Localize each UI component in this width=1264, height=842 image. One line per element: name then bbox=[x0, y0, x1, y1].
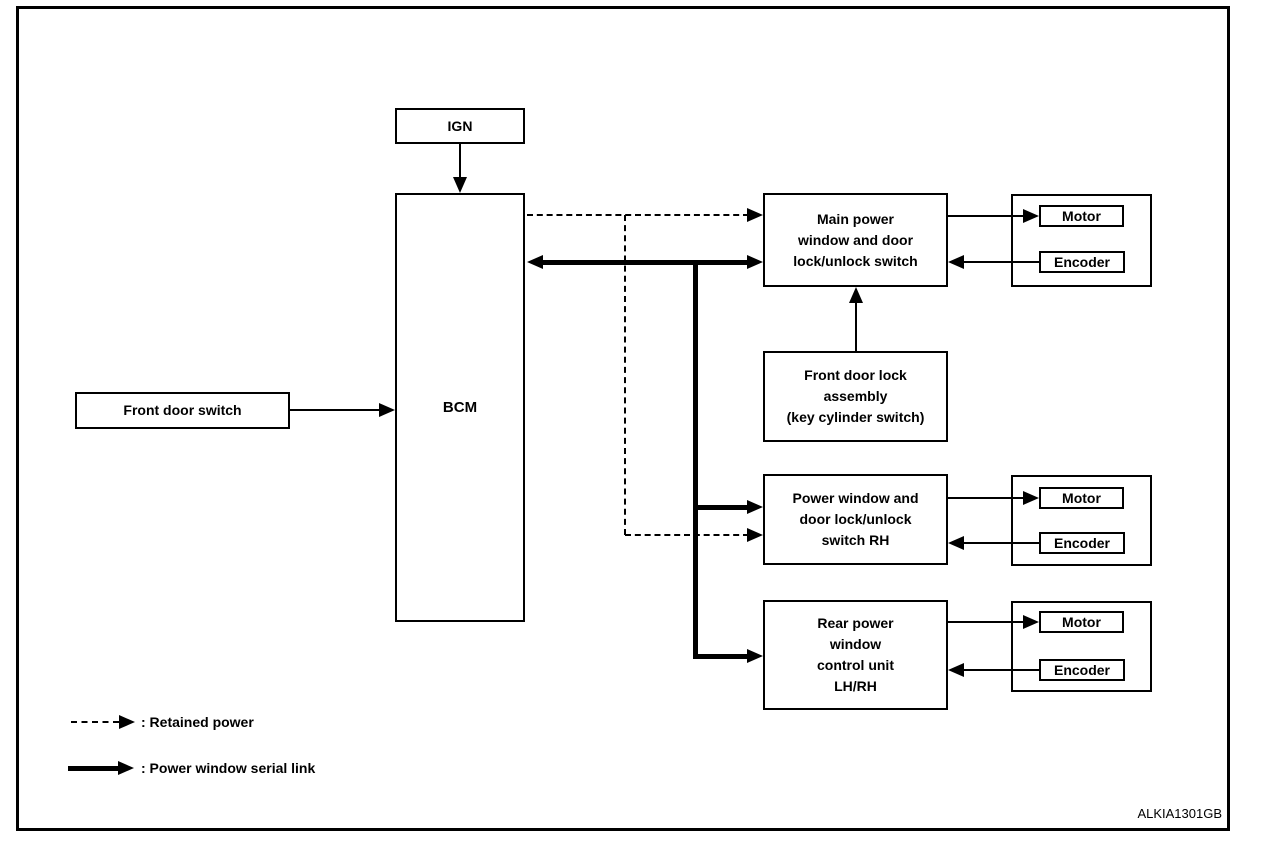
arrow-right-icon bbox=[118, 761, 134, 775]
motor-box-front-rh: Motor bbox=[1039, 487, 1124, 509]
legend-thick-line bbox=[68, 766, 118, 771]
ign-to-bcm-line bbox=[459, 144, 461, 178]
retained-power-branch-line bbox=[624, 215, 626, 535]
legend-serial-link-label: : Power window serial link bbox=[141, 760, 316, 776]
legend-dashed-line bbox=[71, 721, 119, 723]
rear-power-window-control-unit-box: Rear power window control unit LH/RH bbox=[763, 600, 948, 710]
arrow-down-icon bbox=[453, 177, 467, 193]
arrow-right-icon bbox=[1023, 209, 1039, 223]
key-cylinder-to-main-switch-line bbox=[855, 303, 857, 351]
arrow-right-icon bbox=[379, 403, 395, 417]
arrow-left-icon bbox=[948, 255, 964, 269]
arrow-right-icon bbox=[747, 500, 763, 514]
arrow-right-icon bbox=[747, 528, 763, 542]
front-door-lock-assembly-box: Front door lock assembly (key cylinder s… bbox=[763, 351, 948, 442]
front-door-switch-to-bcm-line bbox=[290, 409, 381, 411]
arrow-left-icon bbox=[527, 255, 543, 269]
motor-line-front-rh bbox=[948, 497, 1026, 499]
encoder-line-rear bbox=[964, 669, 1039, 671]
figure-id-label: ALKIA1301GB bbox=[1137, 806, 1222, 821]
main-power-window-switch-box: Main power window and door lock/unlock s… bbox=[763, 193, 948, 287]
arrow-right-icon bbox=[747, 649, 763, 663]
front-door-switch-box: Front door switch bbox=[75, 392, 290, 429]
motor-line-rear bbox=[948, 621, 1026, 623]
encoder-box-front-lh: Encoder bbox=[1039, 251, 1125, 273]
ign-box: IGN bbox=[395, 108, 525, 144]
serial-link-vertical-line bbox=[693, 260, 698, 659]
serial-link-branch-rear-line bbox=[695, 654, 747, 659]
motor-line-front-lh bbox=[948, 215, 1026, 217]
legend-retained-power-label: : Retained power bbox=[141, 714, 254, 730]
bcm-box: BCM bbox=[395, 193, 525, 622]
arrow-left-icon bbox=[948, 536, 964, 550]
arrow-right-icon bbox=[1023, 615, 1039, 629]
motor-box-front-lh: Motor bbox=[1039, 205, 1124, 227]
retained-power-line-rh bbox=[625, 534, 749, 536]
arrow-right-icon bbox=[747, 208, 763, 222]
arrow-up-icon bbox=[849, 287, 863, 303]
encoder-line-front-lh bbox=[964, 261, 1039, 263]
arrow-left-icon bbox=[948, 663, 964, 677]
arrow-right-icon bbox=[119, 715, 135, 729]
motor-box-rear: Motor bbox=[1039, 611, 1124, 633]
serial-link-trunk-line bbox=[543, 260, 747, 265]
diagram-frame bbox=[16, 6, 1230, 831]
arrow-right-icon bbox=[1023, 491, 1039, 505]
encoder-box-rear: Encoder bbox=[1039, 659, 1125, 681]
serial-link-branch-rh-line bbox=[695, 505, 747, 510]
arrow-right-icon bbox=[747, 255, 763, 269]
encoder-line-front-rh bbox=[964, 542, 1039, 544]
power-window-switch-rh-box: Power window and door lock/unlock switch… bbox=[763, 474, 948, 565]
encoder-box-front-rh: Encoder bbox=[1039, 532, 1125, 554]
retained-power-line-main bbox=[527, 214, 749, 216]
